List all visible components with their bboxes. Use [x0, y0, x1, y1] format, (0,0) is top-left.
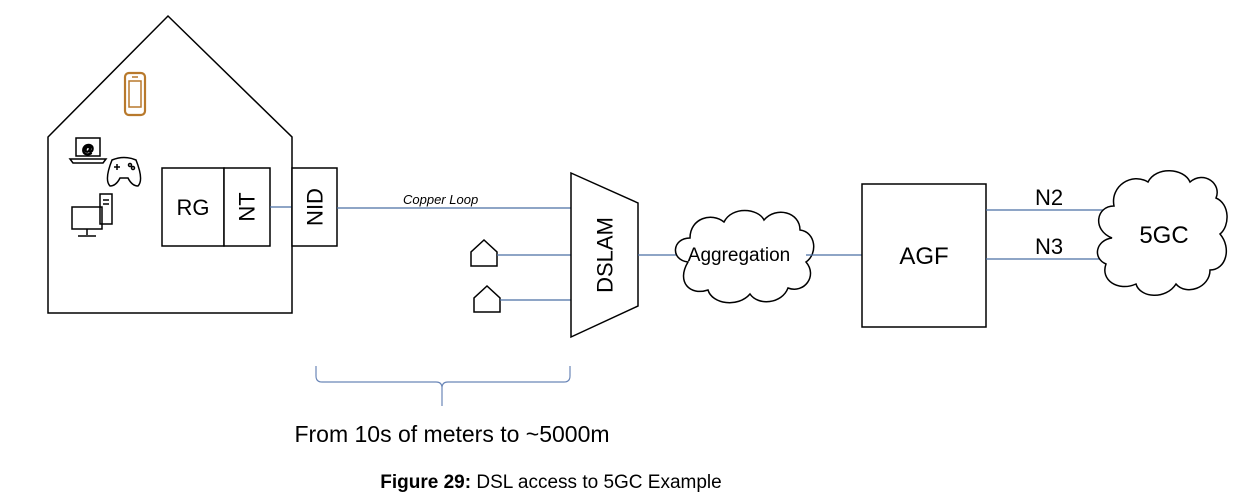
- agf-label: AGF: [899, 243, 948, 270]
- n2-label: N2: [1035, 185, 1063, 210]
- phone-icon: [123, 71, 147, 117]
- gamepad-icon: [106, 156, 142, 187]
- aggregation-cloud: [674, 209, 815, 304]
- copper-loop-label: Copper Loop: [403, 192, 478, 207]
- nid-box: [291, 167, 338, 247]
- agf-box: [861, 183, 987, 328]
- home-outline: [47, 14, 293, 314]
- caption-prefix: Figure 29:: [380, 472, 471, 493]
- dslam-label: DSLAM: [593, 217, 618, 293]
- nid-label: NID: [303, 188, 328, 226]
- rg-label: RG: [177, 195, 210, 220]
- dslam-shape: [570, 171, 639, 339]
- rg-box: [161, 167, 225, 247]
- n3-label: N3: [1035, 234, 1063, 259]
- subscriber-home-icon: [473, 284, 501, 313]
- laptop-icon: @: [68, 137, 108, 164]
- range-label: From 10s of meters to ~5000m: [294, 421, 609, 447]
- nt-label: NT: [235, 192, 260, 221]
- core-5gc-label: 5GC: [1139, 222, 1188, 249]
- aggregation-label: Aggregation: [688, 245, 790, 266]
- desktop-icon: [71, 193, 113, 237]
- core-5gc-cloud: [1096, 170, 1228, 296]
- caption-text: DSL access to 5GC Example: [471, 472, 722, 493]
- svg-text:@: @: [82, 142, 94, 156]
- range-bracket: [315, 366, 571, 406]
- figure-caption: Figure 29: DSL access to 5GC Example: [380, 472, 721, 493]
- subscriber-home-icon: [470, 238, 498, 267]
- nt-box: [223, 167, 271, 247]
